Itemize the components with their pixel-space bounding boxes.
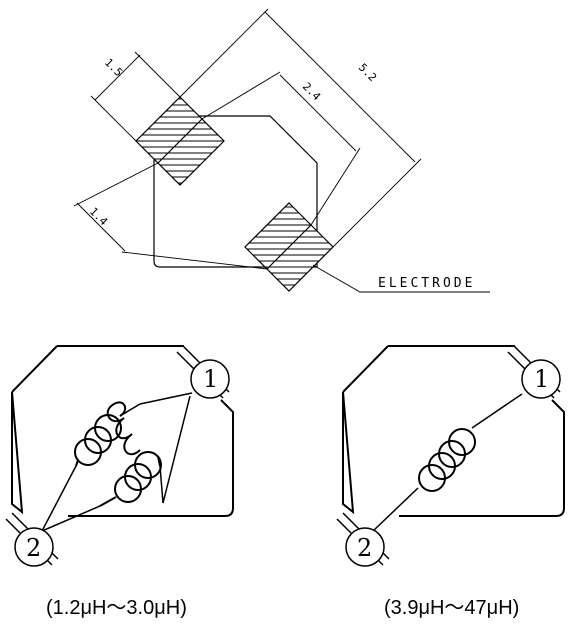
dimension-inner-gap-label: 2.4 bbox=[300, 80, 324, 104]
coil-wiring bbox=[41, 392, 193, 532]
pin-2-label: 2 bbox=[357, 534, 372, 562]
pin-1-circle bbox=[190, 359, 230, 399]
pin-1-label: 1 bbox=[203, 365, 218, 393]
dimension-pad-width bbox=[90, 51, 181, 142]
coil bbox=[418, 428, 476, 492]
schematic-single-coil bbox=[336, 345, 565, 567]
pin-2-label: 2 bbox=[26, 534, 41, 562]
coil-a bbox=[74, 401, 141, 467]
pin-2-circle bbox=[14, 527, 54, 567]
electrode-label: ELECTRODE bbox=[378, 276, 475, 291]
dimension-body-width bbox=[73, 162, 268, 270]
schematic-outline bbox=[11, 345, 234, 517]
coil-wiring bbox=[372, 393, 523, 532]
dimension-inner-gap bbox=[201, 71, 361, 226]
dimension-body-width-label: 1.4 bbox=[87, 205, 111, 229]
dimension-overall-length bbox=[179, 8, 422, 248]
pin-1-label: 1 bbox=[534, 365, 549, 393]
outline-drawing: 1.5 5.2 2.4 1.4 ELECTRODE bbox=[73, 8, 490, 293]
schematic-caption: (3.9μH～47μH) bbox=[384, 597, 519, 619]
pin-1-circle bbox=[521, 359, 561, 399]
dimension-overall-length-label: 5.2 bbox=[356, 61, 379, 84]
electrode-pad-1 bbox=[135, 96, 225, 186]
schematic-outline bbox=[342, 345, 565, 517]
schematic-caption: (1.2μH～3.0μH) bbox=[46, 597, 187, 619]
electrode-pad-2 bbox=[244, 202, 334, 292]
dimension-pad-width-label: 1.5 bbox=[102, 56, 125, 79]
schematic-dual-coil bbox=[5, 345, 234, 567]
pin-2-circle bbox=[345, 527, 385, 567]
coil-b bbox=[99, 451, 162, 507]
electrode-leader-line bbox=[312, 264, 490, 293]
